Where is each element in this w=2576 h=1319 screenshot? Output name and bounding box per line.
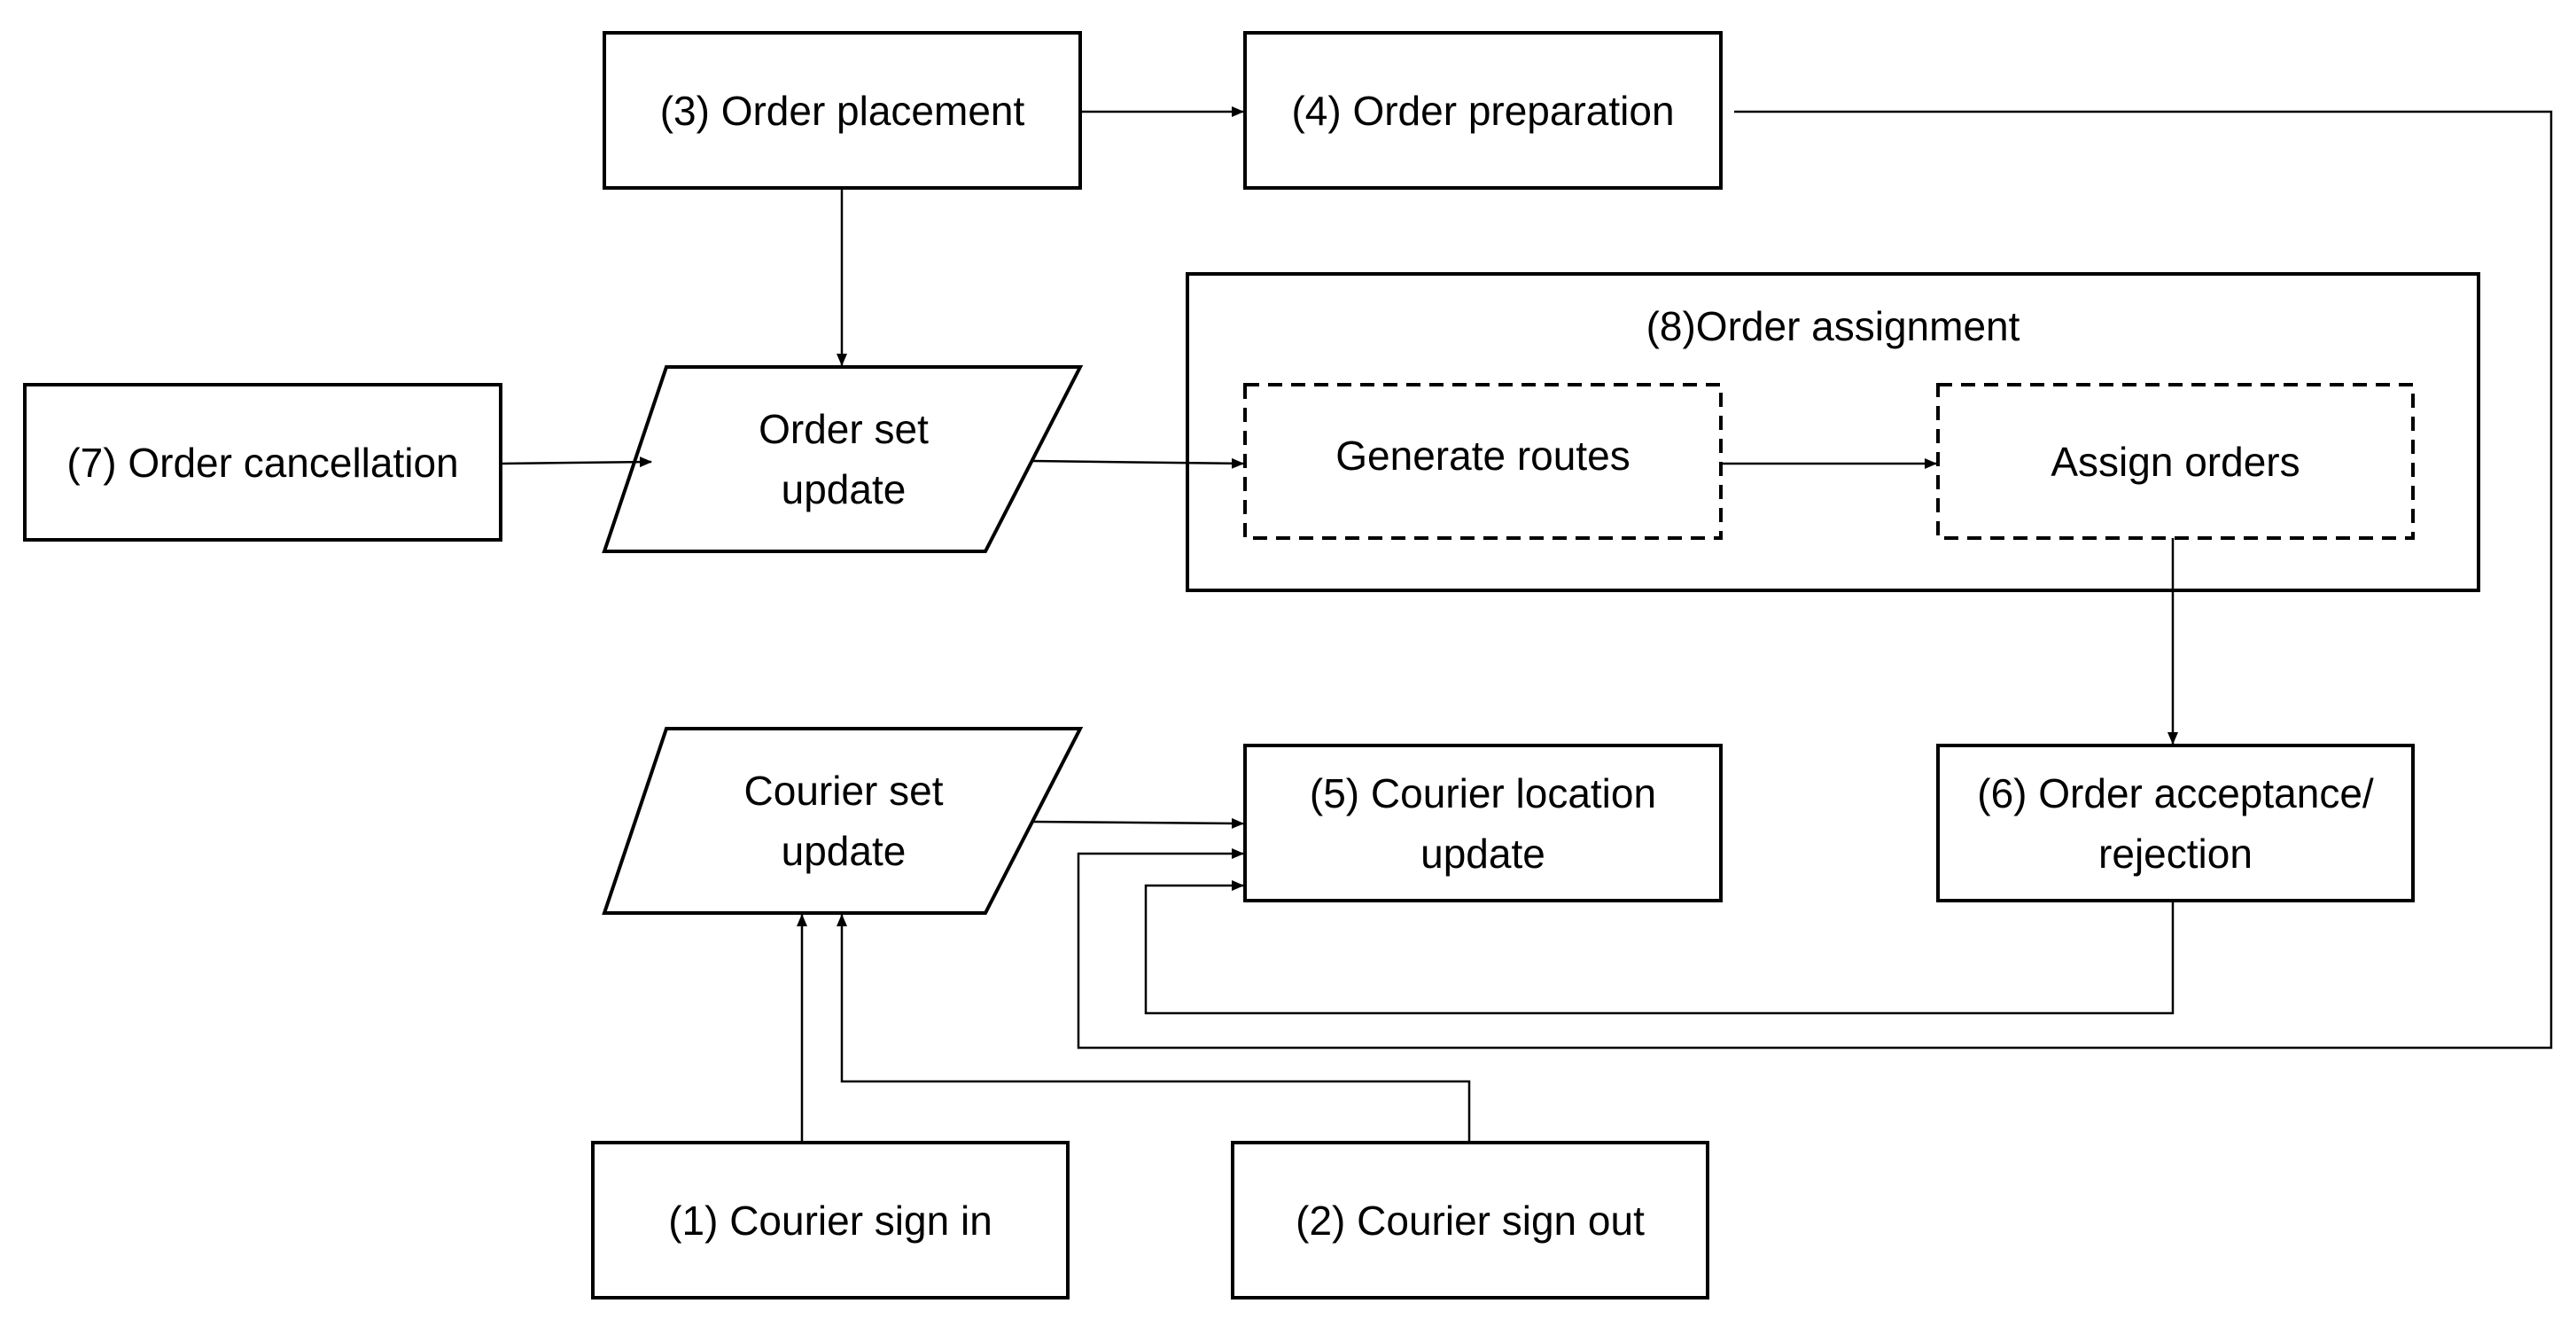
- edge-order-set-to-generate-routes: [1031, 457, 1244, 469]
- order-acceptance-box: [1936, 744, 2415, 902]
- assign-orders-label: Assign orders: [2051, 438, 2300, 485]
- courier-sign-out-box: [1231, 1141, 1709, 1299]
- edge-acceptance-to-location: [1144, 880, 2175, 1015]
- order-set-update-shape: [602, 365, 1084, 553]
- order-assignment-title: (8)Order assignment: [1646, 303, 2020, 349]
- courier-sign-out-label: (2) Courier sign out: [1296, 1197, 1645, 1244]
- courier-sign-in-label: (1) Courier sign in: [668, 1197, 992, 1244]
- order-assignment-group-box: [1186, 272, 2480, 592]
- edge-preparation-to-location: [1077, 110, 2553, 1050]
- courier-set-update-label: Courier set update: [743, 768, 944, 874]
- order-cancellation-box: [23, 383, 502, 542]
- courier-sign-in-box: [591, 1141, 1070, 1299]
- order-placement-label: (3) Order placement: [659, 87, 1025, 134]
- edge-courier-set-to-location: [1031, 817, 1244, 829]
- generate-routes-box: [1243, 383, 1723, 540]
- order-cancellation-label: (7) Order cancellation: [66, 439, 459, 486]
- courier-location-update-box: [1243, 744, 1723, 902]
- edge-cancellation-to-order-set: [500, 457, 652, 468]
- courier-set-update-shape: [602, 727, 1084, 915]
- order-preparation-box: [1243, 31, 1723, 190]
- order-preparation-label: (4) Order preparation: [1291, 87, 1675, 134]
- order-acceptance-label: (6) Order acceptance/ rejection: [1977, 769, 2374, 877]
- assign-orders-box: [1936, 383, 2415, 540]
- order-set-update-label: Order set update: [759, 406, 929, 512]
- generate-routes-label: Generate routes: [1335, 433, 1630, 479]
- edge-sign-out-to-courier-set: [837, 914, 1471, 1143]
- courier-location-update-label: (5) Courier location update: [1309, 769, 1657, 877]
